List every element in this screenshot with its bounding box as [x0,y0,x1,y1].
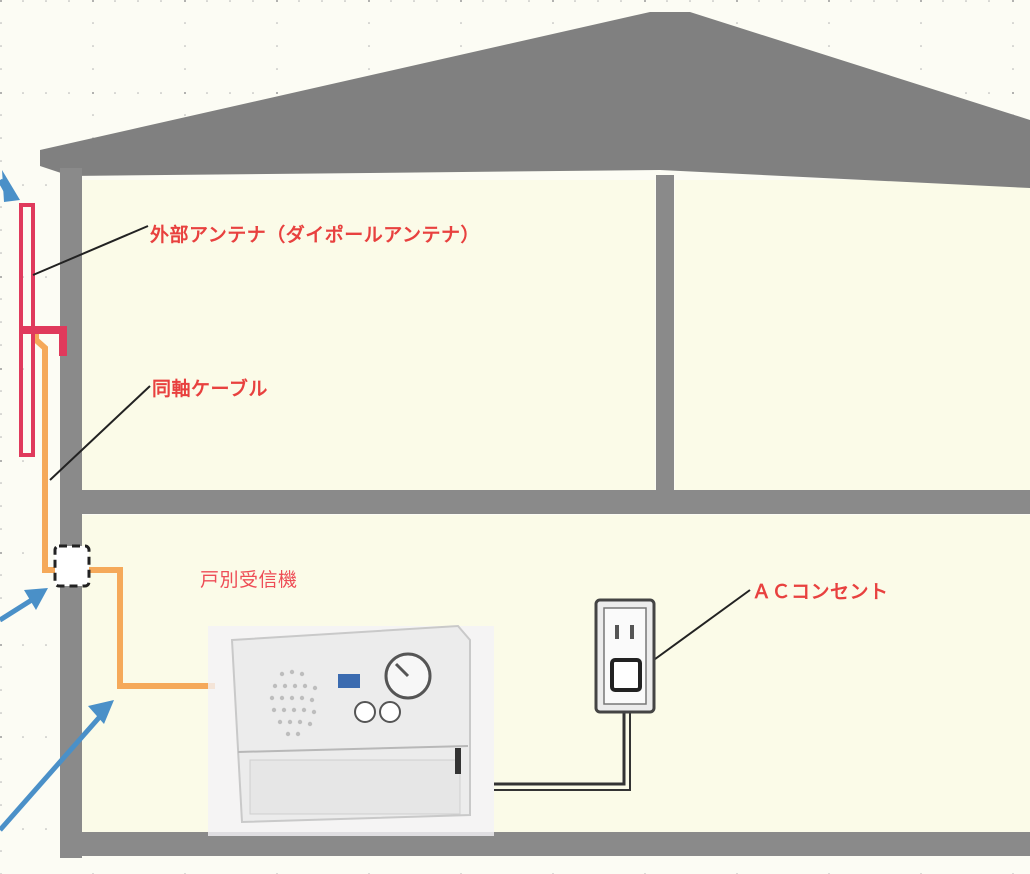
receiver-label: 戸別受信機 [200,569,298,591]
receiver-device-icon [208,624,494,836]
ac-outlet-icon [594,598,656,714]
antenna-icon [19,203,67,457]
room-upper-right [675,180,1030,490]
speaker-grille [269,669,318,737]
arrow-top-left [0,170,20,202]
center-upper-wall [656,175,674,495]
ground-floor [60,832,1030,856]
power-cable [494,690,626,786]
arrow-middle-left [0,588,48,623]
cable-leader-line [49,385,151,481]
room-upper-left [80,180,655,490]
outlet-label: ＡＣコンセント [752,581,889,603]
connector-icon [53,544,91,588]
upper-floor [60,490,1030,514]
cable-label: 同軸ケーブル [152,378,268,400]
outlet-leader-line [639,589,751,671]
antenna-leader-line [32,225,149,276]
power-cable-inner [494,690,631,791]
antenna-label: 外部アンテナ（ダイポールアンテナ） [150,224,480,246]
arrow-bottom-left [0,700,114,832]
roof [40,12,1030,188]
